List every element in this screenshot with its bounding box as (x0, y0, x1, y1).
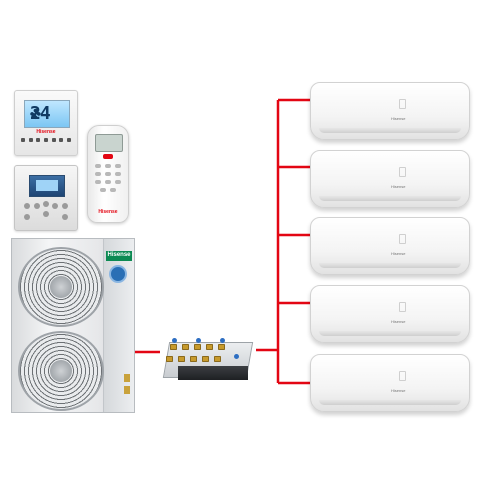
indoor-brand: Hisense (391, 388, 406, 393)
port-cap (196, 338, 201, 343)
keypad-button (62, 203, 68, 209)
remote-display (95, 134, 123, 152)
indoor-louver (319, 263, 461, 268)
fan-grille-top (18, 247, 104, 327)
distributor-port (218, 344, 225, 350)
service-valve (124, 374, 130, 382)
indoor-display (399, 371, 406, 381)
indoor-brand: Hisense (391, 184, 406, 189)
distributor-port (206, 344, 213, 350)
fan-grille-bottom (18, 331, 104, 411)
controller-keypad (24, 201, 68, 223)
port-cap (234, 354, 239, 359)
port-cap (220, 338, 225, 343)
indoor-louver (319, 196, 461, 201)
controller-button (51, 138, 56, 142)
branch-distributor (158, 336, 256, 384)
indoor-display (399, 99, 406, 109)
indoor-brand: Hisense (391, 116, 406, 121)
distributor-port (190, 356, 197, 362)
port-cap (172, 338, 177, 343)
keypad-button (43, 211, 49, 217)
remote-control: Hisense (87, 125, 129, 223)
controller-button (43, 138, 48, 142)
indoor-unit-2: Hisense (310, 150, 470, 208)
keypad-button (43, 201, 49, 207)
service-valve (124, 386, 130, 394)
controller-button (59, 138, 64, 142)
indoor-unit-1: Hisense (310, 82, 470, 140)
wall-controller-1: 24 ✤ Hisense (14, 90, 78, 156)
keypad-button (62, 214, 68, 220)
wall-controller-2 (14, 165, 78, 231)
remote-brand: Hisense (98, 209, 118, 215)
remote-button (95, 180, 101, 184)
distributor-port (194, 344, 201, 350)
controller-button (28, 138, 33, 142)
remote-button (105, 164, 111, 168)
indoor-brand: Hisense (391, 251, 406, 256)
controller-button (21, 138, 25, 142)
remote-button (105, 172, 111, 176)
certification-badge-icon (109, 265, 127, 283)
indoor-unit-5: Hisense (310, 354, 470, 412)
distributor-port (202, 356, 209, 362)
distributor-port (166, 356, 173, 362)
keypad-button (52, 203, 58, 209)
remote-button (115, 180, 121, 184)
remote-button (110, 188, 116, 192)
outdoor-unit: Hisense (11, 238, 135, 413)
remote-button (95, 164, 101, 168)
keypad-button (24, 214, 30, 220)
indoor-louver (319, 400, 461, 405)
remote-button (115, 164, 121, 168)
controller-brand: Hisense (36, 129, 56, 135)
keypad-button (34, 203, 40, 209)
distributor-port (178, 356, 185, 362)
distributor-port (214, 356, 221, 362)
remote-button (105, 180, 111, 184)
indoor-louver (319, 331, 461, 336)
indoor-unit-4: Hisense (310, 285, 470, 343)
outdoor-logo-plate: Hisense (106, 251, 132, 261)
distributor-port (182, 344, 189, 350)
indoor-display (399, 302, 406, 312)
distributor-port (170, 344, 177, 350)
remote-button (95, 172, 101, 176)
keypad-button (24, 203, 30, 209)
fan-icon: ✤ (30, 103, 41, 124)
indoor-louver (319, 128, 461, 133)
indoor-brand: Hisense (391, 319, 406, 324)
power-button (103, 154, 113, 159)
controller-button (36, 138, 41, 142)
indoor-display (399, 167, 406, 177)
indoor-unit-3: Hisense (310, 217, 470, 275)
indoor-display (399, 234, 406, 244)
distributor-front (178, 366, 248, 380)
controller-display: 24 ✤ (24, 100, 70, 128)
controller-button (66, 138, 71, 142)
outdoor-logo: Hisense (107, 252, 131, 258)
controller-buttons (21, 138, 71, 144)
remote-button (115, 172, 121, 176)
display-temperature: 24 (30, 103, 51, 124)
remote-button (100, 188, 106, 192)
controller-display (29, 175, 65, 197)
